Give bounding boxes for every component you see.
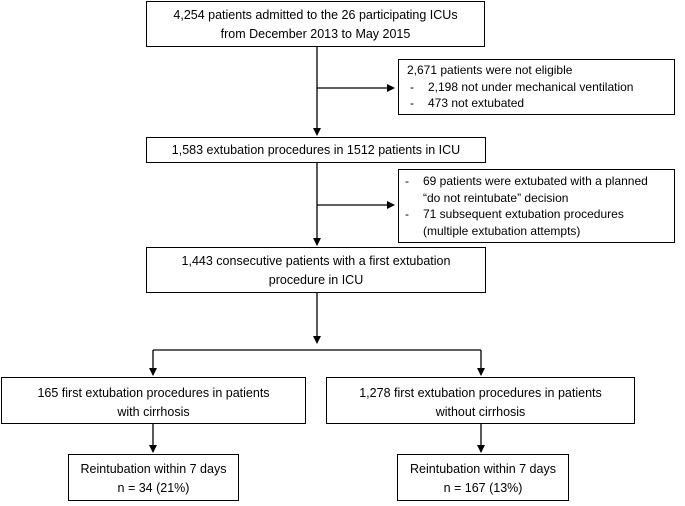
bullet-dash: -: [405, 207, 409, 221]
extubation-procedures-box: 1,583 extubation procedures in 1512 pati…: [146, 137, 486, 163]
bullet-dash: -: [410, 79, 414, 94]
reintubation-no-cirrhosis-line-2: n = 167 (13%): [443, 481, 523, 495]
reintubation-cirrhosis-box: Reintubation within 7 days n = 34 (21%): [68, 454, 239, 501]
not-eligible-item: - 2,198 not under mechanical ventilation: [407, 79, 674, 96]
excluded-item-line: “do not reintubate” decision: [423, 190, 569, 205]
no-cirrhosis-box: 1,278 first extubation procedures in pat…: [326, 377, 635, 424]
not-eligible-box: 2,671 patients were not eligible - 2,198…: [398, 59, 675, 115]
reintubation-cirrhosis-line-2: n = 34 (21%): [117, 481, 190, 495]
bullet-dash: -: [410, 96, 414, 110]
first-extubation-line-2: procedure in ICU: [268, 273, 364, 287]
excluded-box: - 69 patients were extubated with a plan…: [398, 169, 675, 243]
admitted-patients-box: 4,254 patients admitted to the 26 partic…: [146, 1, 485, 47]
no-cirrhosis-line-2: without cirrhosis: [435, 405, 526, 419]
extubation-procedures-text: 1,583 extubation procedures in 1512 pati…: [171, 143, 461, 157]
excluded-item-line: (multiple extubation attempts): [423, 223, 581, 238]
bullet-dash: -: [405, 174, 409, 188]
reintubation-no-cirrhosis-box: Reintubation within 7 days n = 167 (13%): [397, 454, 569, 501]
excluded-item-line: 69 patients were extubated with a planne…: [423, 174, 648, 188]
not-eligible-item: - 473 not extubated: [407, 95, 674, 112]
reintubation-cirrhosis-line-1: Reintubation within 7 days: [80, 462, 227, 476]
first-extubation-box: 1,443 consecutive patients with a first …: [146, 247, 486, 293]
cirrhosis-line-1: 165 first extubation procedures in patie…: [37, 386, 270, 400]
excluded-item-line: 71 subsequent extubation procedures: [423, 207, 624, 221]
reintubation-no-cirrhosis-line-1: Reintubation within 7 days: [410, 462, 556, 476]
first-extubation-line-1: 1,443 consecutive patients with a first …: [181, 254, 451, 268]
admitted-line-2: from December 2013 to May 2015: [220, 27, 411, 41]
not-eligible-title: 2,671 patients were not eligible: [407, 63, 573, 77]
no-cirrhosis-line-1: 1,278 first extubation procedures in pat…: [359, 386, 602, 400]
admitted-line-1: 4,254 patients admitted to the 26 partic…: [173, 8, 458, 22]
excluded-item: - 71 subsequent extubation procedures (m…: [402, 206, 674, 239]
not-eligible-item-text: 2,198 not under mechanical ventilation: [428, 79, 634, 94]
not-eligible-item-text: 473 not extubated: [428, 96, 525, 110]
excluded-item: - 69 patients were extubated with a plan…: [402, 173, 674, 206]
cirrhosis-line-2: with cirrhosis: [117, 405, 190, 419]
cirrhosis-box: 165 first extubation procedures in patie…: [1, 377, 306, 424]
